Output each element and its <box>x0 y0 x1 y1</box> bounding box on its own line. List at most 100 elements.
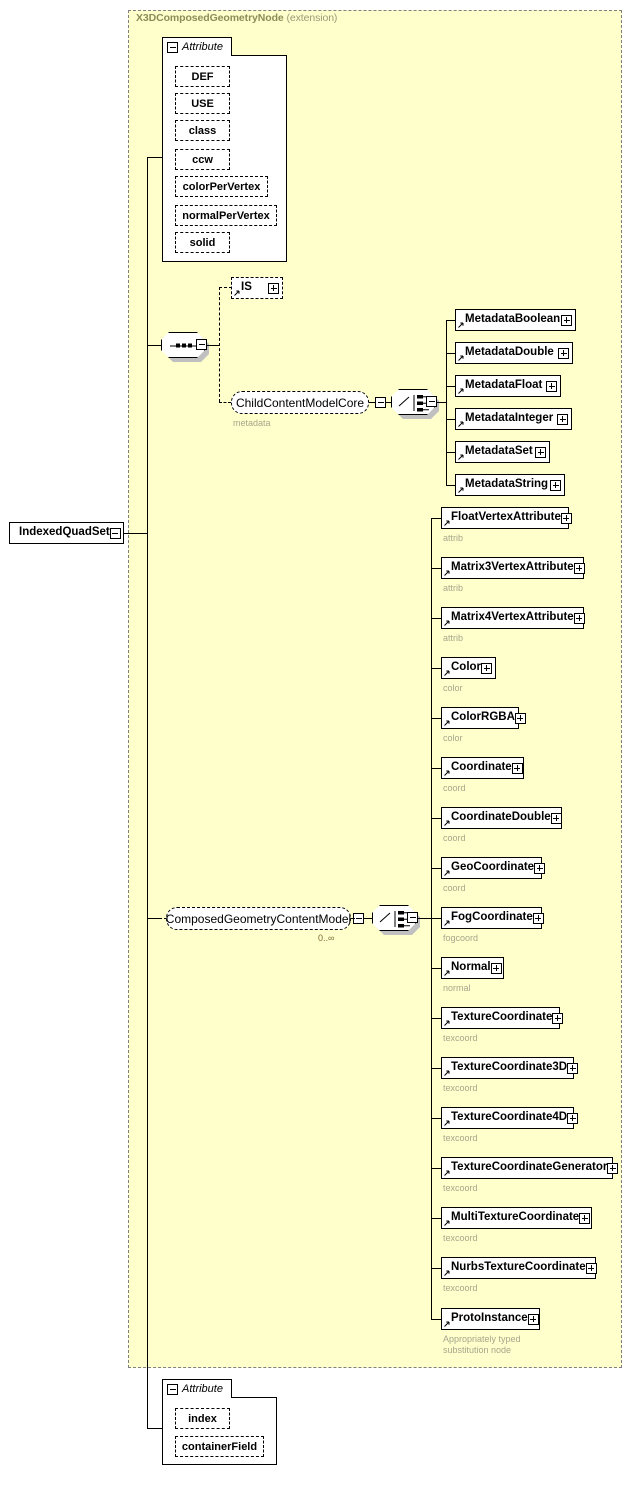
node-geocoordinate[interactable]: GeoCoordinate <box>441 857 546 883</box>
expander-plus-icon[interactable] <box>579 1212 591 1224</box>
expander-plus-icon[interactable] <box>546 380 557 392</box>
node-caption: fogcoord <box>443 933 479 943</box>
node-texturecoordinate4d[interactable]: TextureCoordinate4D <box>441 1107 579 1133</box>
node-label: MetadataBoolean <box>465 313 561 326</box>
connector-to-texturecoordinate3d <box>431 1068 442 1069</box>
node-coordinatedouble[interactable]: CoordinateDouble <box>441 807 565 833</box>
node-texturecoordinategenerator[interactable]: TextureCoordinateGenerator <box>441 1157 619 1183</box>
node-fogcoordinate[interactable]: FogCoordinate <box>441 907 545 933</box>
expander-plus-icon[interactable] <box>481 662 493 674</box>
node-label: ProtoInstance <box>451 1312 528 1325</box>
node-label: TextureCoordinate3D <box>451 1061 568 1074</box>
is-node[interactable]: IS <box>231 277 286 303</box>
connector-spine-to-geometry-group <box>147 918 159 919</box>
connector-to-coordinatedouble <box>431 818 442 819</box>
connector-to-metadatadouble <box>446 353 456 354</box>
expander-plus-icon[interactable] <box>585 1262 597 1274</box>
connector-dash-to-geometry-group <box>159 918 167 919</box>
expander-plus-icon[interactable] <box>535 446 546 458</box>
sequence-expander-minus-icon[interactable] <box>196 339 207 350</box>
child-content-model-core-expander-minus-icon[interactable] <box>375 397 386 408</box>
node-texturecoordinate[interactable]: TextureCoordinate <box>441 1007 564 1033</box>
expander-plus-icon[interactable] <box>514 712 526 724</box>
metadata-choice-expander-minus-icon[interactable] <box>426 396 437 407</box>
expander-plus-icon[interactable] <box>561 314 572 326</box>
node-protoinstance[interactable]: ProtoInstance <box>441 1308 543 1334</box>
expander-plus-icon[interactable] <box>560 512 572 524</box>
geometry-choice-expander-minus-icon[interactable] <box>407 912 418 923</box>
connector-to-geocoordinate <box>431 868 442 869</box>
attribute-item-solid[interactable]: solid <box>175 232 233 257</box>
connector-spine-to-sequence <box>147 345 161 346</box>
composed-geometry-cardinality: 0..∞ <box>318 933 335 943</box>
node-metadataset[interactable]: MetadataSet <box>455 441 553 467</box>
node-label: TextureCoordinate4D <box>451 1111 568 1124</box>
node-label: Matrix4VertexAttribute <box>451 611 574 624</box>
connector-to-floatvertexattribute <box>431 518 442 519</box>
node-metadataboolean[interactable]: MetadataBoolean <box>455 309 579 335</box>
node-label: GeoCoordinate <box>451 861 535 874</box>
expander-plus-icon[interactable] <box>567 1112 579 1124</box>
node-matrix3vertexattribute[interactable]: Matrix3VertexAttribute <box>441 557 587 583</box>
child-content-model-core-group[interactable]: ChildContentModelCore <box>231 391 372 418</box>
choice-icon <box>379 911 410 928</box>
expander-plus-icon[interactable] <box>490 962 502 974</box>
attribute-top-expander-minus-icon[interactable] <box>167 41 178 53</box>
node-caption: color <box>443 683 463 693</box>
expander-plus-icon[interactable] <box>550 812 562 824</box>
composed-geometry-content-model-group[interactable]: ComposedGeometryContentModel <box>166 907 354 934</box>
root-element-node[interactable]: IndexedQuadSet <box>9 522 127 548</box>
connector-metadata-spine <box>446 320 447 485</box>
attribute-panel-top-tab[interactable]: Attribute <box>162 37 232 56</box>
expander-plus-icon[interactable] <box>607 1162 619 1174</box>
node-label: Color <box>451 661 482 674</box>
is-expander-plus-icon[interactable] <box>268 282 279 294</box>
connector-sequence-branch <box>219 287 220 402</box>
attribute-item-containerfield[interactable]: containerField <box>175 1436 267 1461</box>
attribute-item-colorpervertex[interactable]: colorPerVertex <box>175 176 271 201</box>
node-metadatainteger[interactable]: MetadataInteger <box>455 408 575 434</box>
expander-plus-icon[interactable] <box>527 1313 539 1325</box>
node-texturecoordinate3d[interactable]: TextureCoordinate3D <box>441 1057 579 1083</box>
expander-plus-icon[interactable] <box>557 413 568 425</box>
attribute-bottom-expander-minus-icon[interactable] <box>167 1383 178 1395</box>
node-metadatastring[interactable]: MetadataString <box>455 474 568 500</box>
expander-plus-icon[interactable] <box>573 612 585 624</box>
connector-to-texturecoordinate <box>431 1018 442 1019</box>
node-caption: texcoord <box>443 1183 478 1193</box>
expander-plus-icon[interactable] <box>534 862 546 874</box>
expander-plus-icon[interactable] <box>567 1062 579 1074</box>
connector-geometry-group-out <box>364 918 373 919</box>
attribute-item-def[interactable]: DEF <box>175 66 233 91</box>
expander-plus-icon[interactable] <box>573 562 585 574</box>
expander-plus-icon[interactable] <box>558 347 569 359</box>
expander-plus-icon[interactable] <box>550 479 561 491</box>
node-multitexturecoordinate[interactable]: MultiTextureCoordinate <box>441 1207 595 1233</box>
node-color[interactable]: Color <box>441 657 499 683</box>
connector-to-multitexturecoordinate <box>431 1218 442 1219</box>
attribute-item-use[interactable]: USE <box>175 93 233 118</box>
attribute-panel-bottom-tab[interactable]: Attribute <box>162 1379 232 1398</box>
node-metadatafloat[interactable]: MetadataFloat <box>455 375 564 401</box>
node-coordinate[interactable]: Coordinate <box>441 757 527 783</box>
node-normal[interactable]: Normal <box>441 957 507 983</box>
connector-childcontent-out <box>386 402 392 403</box>
expander-plus-icon[interactable] <box>532 912 544 924</box>
node-floatvertexattribute[interactable]: FloatVertexAttribute <box>441 507 572 533</box>
node-colorrgba[interactable]: ColorRGBA <box>441 707 526 733</box>
attribute-item-normalpervertex[interactable]: normalPerVertex <box>175 205 280 230</box>
expander-plus-icon[interactable] <box>511 762 523 774</box>
attribute-item-index[interactable]: index <box>175 1408 233 1433</box>
attribute-item-ccw[interactable]: ccw <box>175 149 233 174</box>
expander-plus-icon[interactable] <box>552 1012 564 1024</box>
node-caption: texcoord <box>443 1033 478 1043</box>
root-expander-minus-icon[interactable] <box>109 527 121 539</box>
node-metadatadouble[interactable]: MetadataDouble <box>455 342 576 368</box>
attribute-item-class[interactable]: class <box>175 120 233 145</box>
node-caption: normal <box>443 983 471 993</box>
node-matrix4vertexattribute[interactable]: Matrix4VertexAttribute <box>441 607 587 633</box>
node-nurbstexturecoordinate[interactable]: NurbsTextureCoordinate <box>441 1257 599 1283</box>
node-label: CoordinateDouble <box>451 811 551 824</box>
connector-childcontent-to-expander <box>369 402 376 403</box>
